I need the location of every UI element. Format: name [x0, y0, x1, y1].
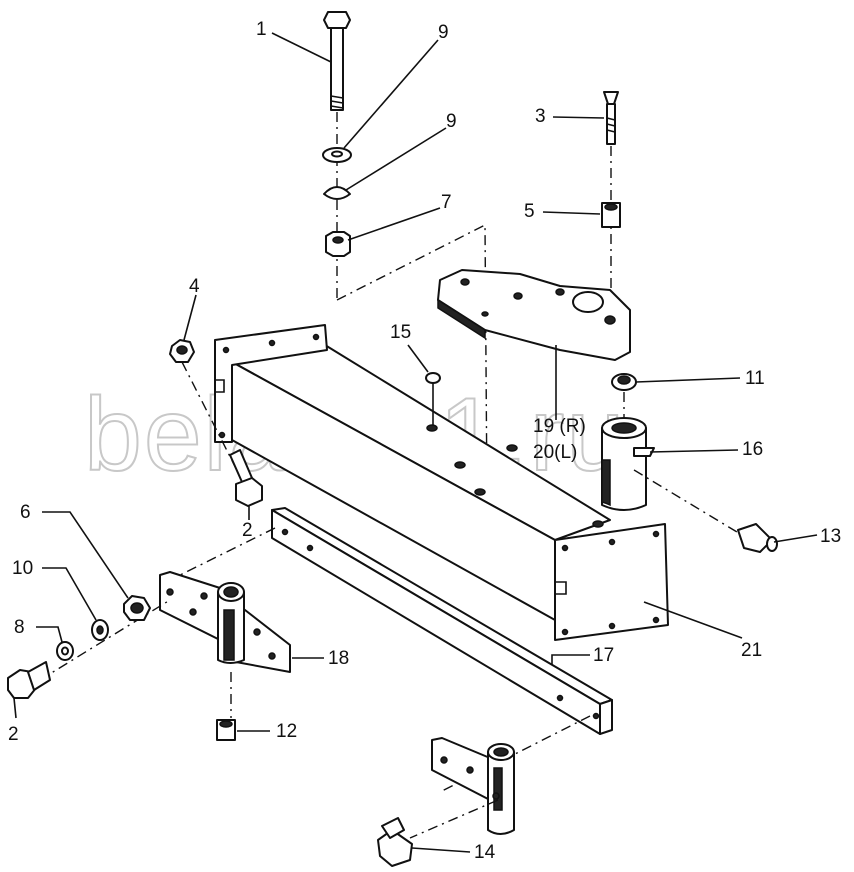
axis-line [181, 361, 249, 493]
callout-13: 13 [820, 526, 841, 547]
lower-hinge [431, 737, 515, 835]
axis-line [409, 799, 499, 839]
callout-18: 18 [328, 648, 349, 669]
callout-2-lower: 2 [8, 724, 19, 745]
part-7-nut [325, 231, 351, 257]
callout-9-washer: 9 [438, 22, 449, 43]
part-16-sleeve [601, 417, 655, 511]
part-14-grease-fitting [377, 817, 413, 867]
callout-2-upper: 2 [242, 520, 253, 541]
part-19-20-bracket [437, 269, 631, 361]
callout-4: 4 [189, 276, 200, 297]
part-2-bolt-upper [229, 449, 263, 507]
callout-21: 21 [741, 640, 762, 661]
part-18-hinge [159, 571, 291, 673]
callout-16: 16 [742, 439, 763, 460]
callout-10: 10 [12, 558, 33, 579]
part-17-bar [271, 507, 613, 735]
part-10-washer [91, 619, 109, 641]
callout-6: 6 [20, 502, 31, 523]
callout-12: 12 [276, 721, 297, 742]
callout-15: 15 [390, 322, 411, 343]
part-6-nut [123, 595, 151, 621]
part-21-beam [214, 324, 669, 641]
part-2-bolt-lower [7, 661, 51, 699]
part-12-nut [216, 719, 236, 741]
callout-3: 3 [535, 106, 546, 127]
part-1-bolt [323, 11, 351, 111]
callout-17: 17 [593, 645, 614, 666]
callout-20-l: 20(L) [533, 442, 577, 463]
axis-line [169, 527, 276, 581]
callout-14: 14 [474, 842, 496, 863]
callout-labels: 1 9 9 7 3 5 4 15 11 19 (R) 20(L) 16 13 2… [8, 19, 841, 863]
part-8-washer [56, 641, 74, 661]
axis-line [39, 599, 171, 681]
part-9-washer [322, 147, 352, 163]
callout-5: 5 [524, 201, 535, 222]
leader-lines [13, 32, 818, 853]
callout-1: 1 [256, 19, 267, 40]
part-11-nut [611, 373, 637, 391]
callout-7: 7 [441, 192, 452, 213]
part-15-washer [425, 372, 441, 425]
part-5-nut [601, 202, 621, 228]
callout-8: 8 [14, 617, 25, 638]
callout-9-spring-washer: 9 [446, 111, 457, 132]
callout-11: 11 [745, 368, 765, 389]
part-3-screw [603, 91, 619, 145]
callout-19-r: 19 (R) [533, 416, 586, 437]
part-9-spring-washer [323, 186, 351, 200]
part-4-nut [169, 339, 195, 363]
part-13-grease-fitting [737, 523, 778, 553]
